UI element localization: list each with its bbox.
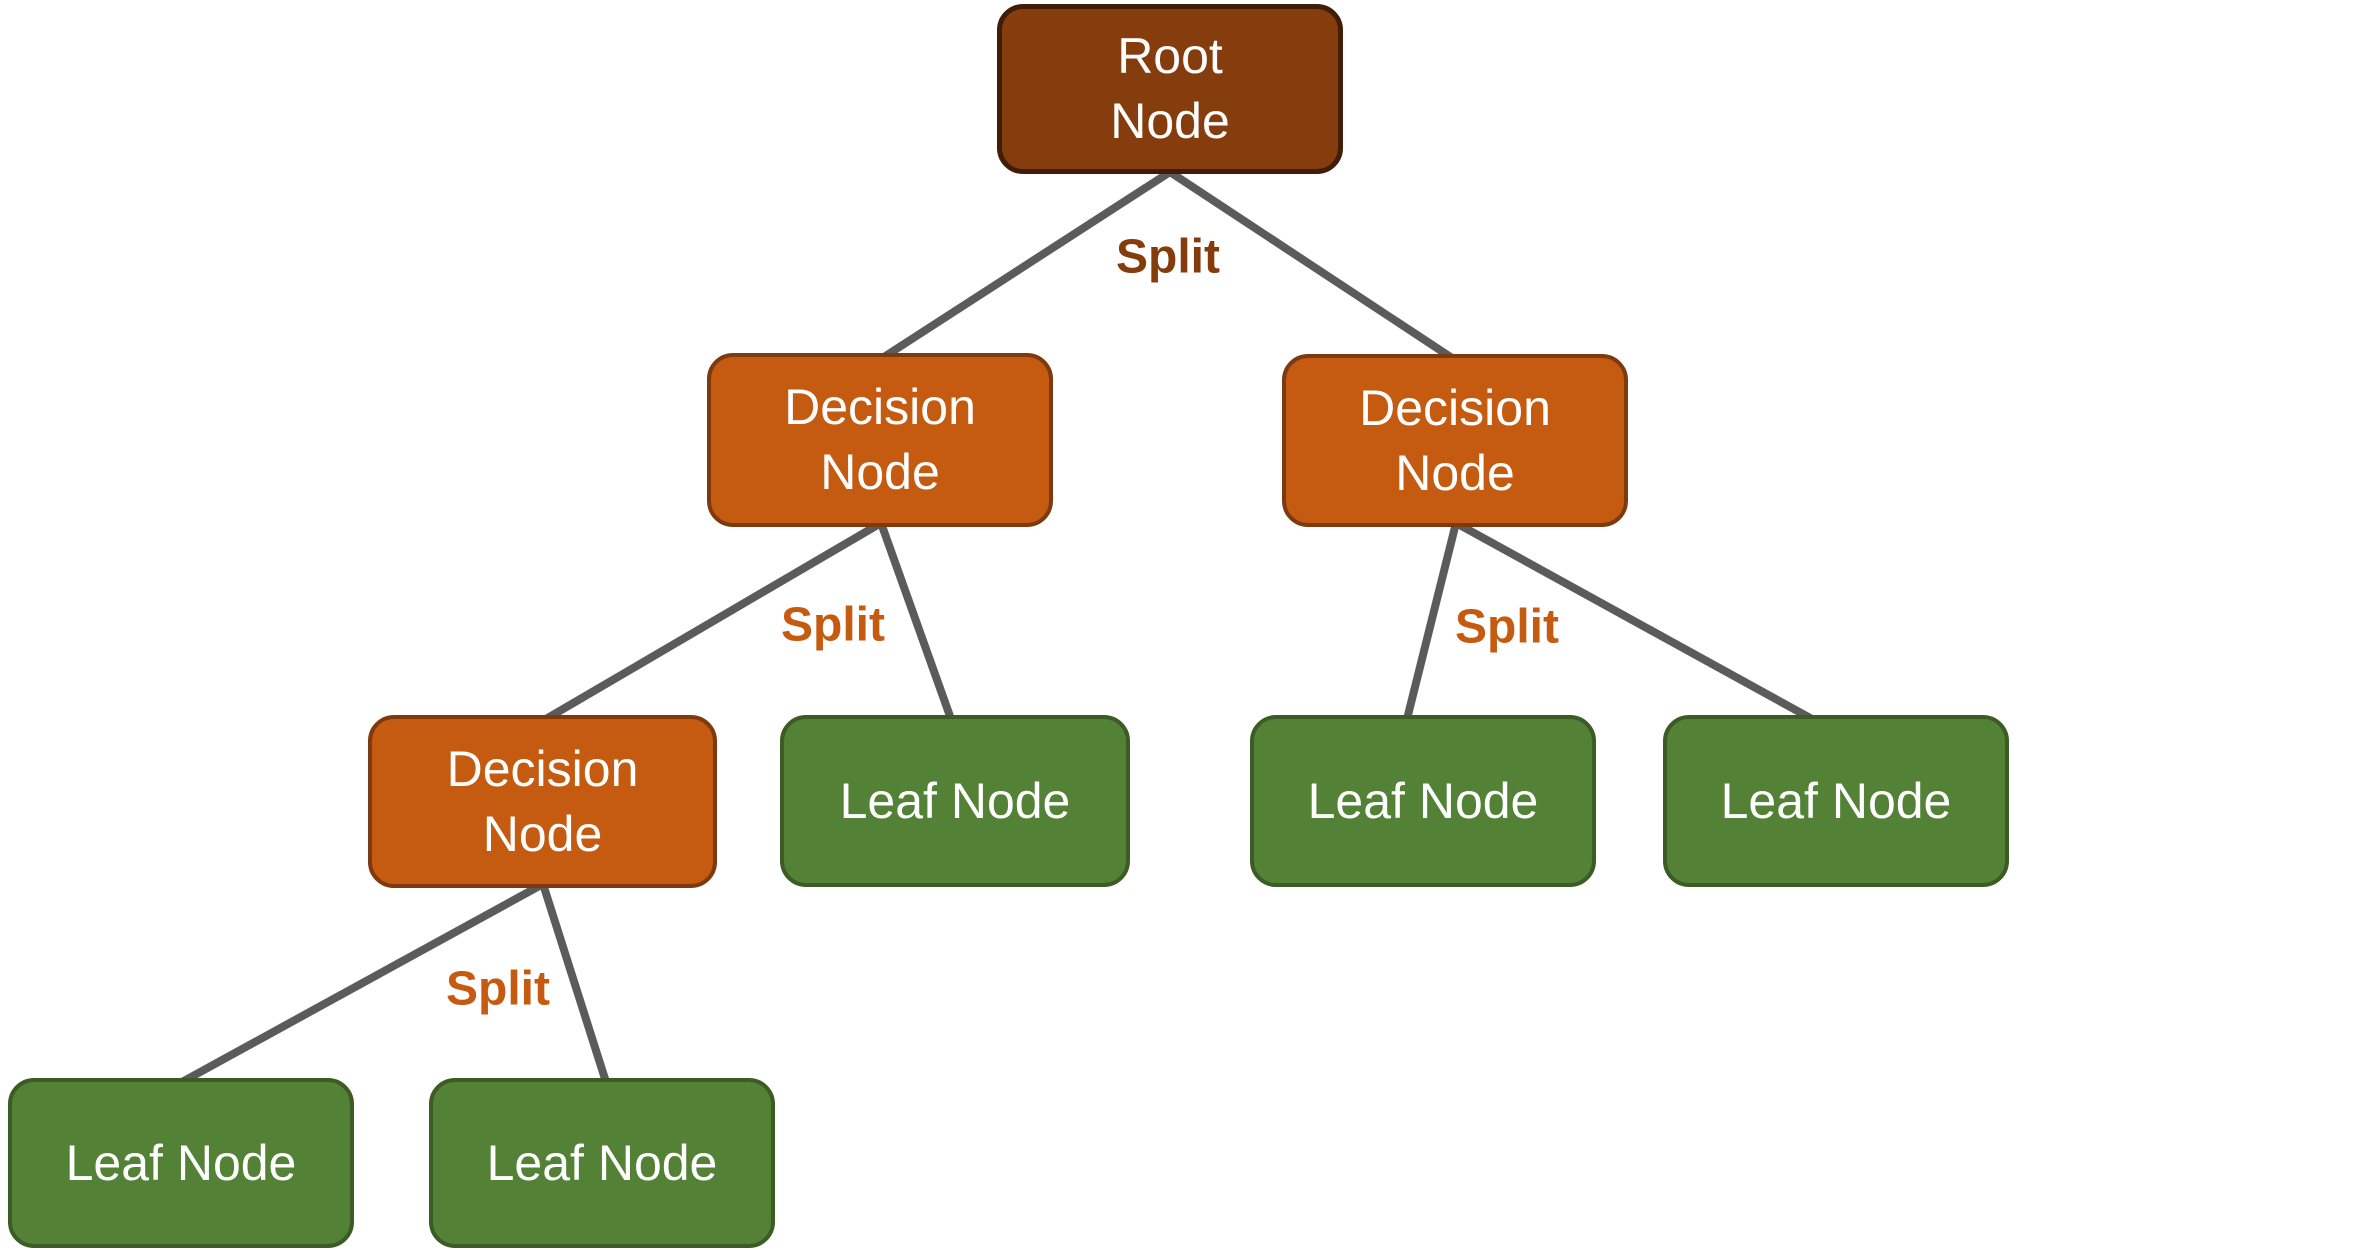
decision-node-left: Decision Node [707, 353, 1053, 527]
root-node-label-line1: Root [1117, 28, 1223, 84]
leaf-node-bottom-left-label: Leaf Node [65, 1134, 297, 1191]
leaf-node-mid-center-label: Leaf Node [1307, 772, 1539, 829]
leaf-node-mid-right: Leaf Node [1663, 715, 2009, 887]
edge-decision-right-to-leaf-mid-right [1454, 519, 1814, 723]
edge-root-to-decision-right [1167, 168, 1455, 362]
decision-node-right: Decision Node [1282, 354, 1628, 527]
decision-node-left-label-line2: Node [820, 444, 940, 500]
leaf-node-mid-left: Leaf Node [780, 715, 1130, 887]
edge-decision-lower-to-leaf-bottom-left [180, 880, 545, 1086]
decision-node-right-label-line1: Decision [1359, 379, 1551, 436]
edge-decision-right-to-leaf-mid-center [1403, 522, 1460, 720]
decision-node-left-label-line1: Decision [784, 379, 976, 435]
edge-decision-lower-to-leaf-bottom-right [539, 882, 610, 1084]
root-node-label-line2: Node [1110, 93, 1230, 149]
split-label-root: Split [1116, 230, 1220, 284]
decision-node-lower-label-line1: Decision [446, 740, 639, 797]
edge-decision-left-to-decision-lower [543, 519, 884, 723]
root-node: Root Node [997, 4, 1343, 174]
split-label-lower: Split [446, 962, 550, 1016]
decision-node-lower-label-line2: Node [482, 805, 603, 862]
leaf-node-mid-right-label: Leaf Node [1720, 772, 1952, 829]
split-label-right: Split [1455, 600, 1559, 654]
edge-root-to-decision-left [881, 168, 1173, 361]
leaf-node-mid-center: Leaf Node [1250, 715, 1596, 887]
decision-node-lower: Decision Node [368, 715, 717, 888]
leaf-node-bottom-right: Leaf Node [429, 1078, 775, 1248]
leaf-node-bottom-right-label: Leaf Node [486, 1134, 718, 1191]
decision-node-right-label-line2: Node [1395, 444, 1515, 501]
split-label-left: Split [781, 598, 885, 652]
leaf-node-mid-left-label: Leaf Node [839, 772, 1071, 829]
leaf-node-bottom-left: Leaf Node [8, 1078, 354, 1248]
edge-decision-left-to-leaf-mid-left [877, 521, 955, 721]
